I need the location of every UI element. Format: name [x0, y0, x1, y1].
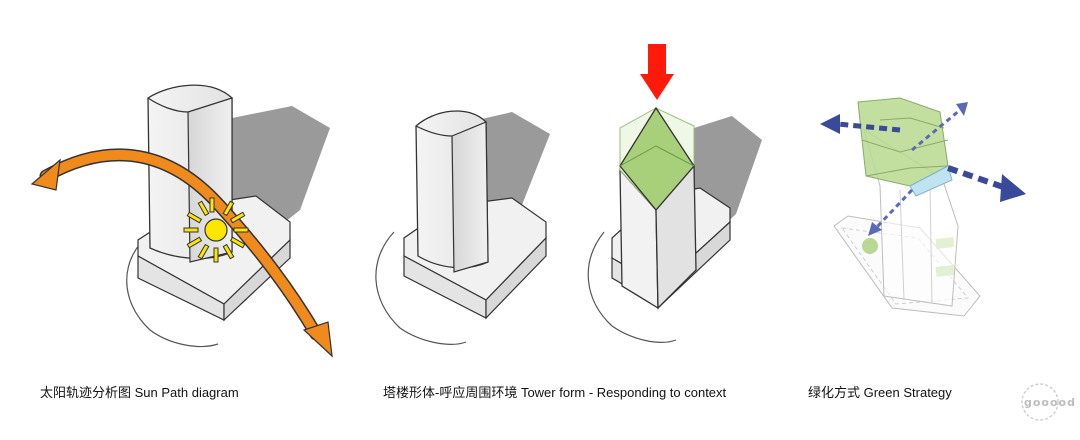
caption-green-strategy: 绿化方式 Green Strategy	[808, 385, 952, 400]
context-down-arrow	[640, 44, 674, 100]
sun-icon	[183, 197, 249, 263]
green-crown	[619, 106, 695, 212]
tower-form-context	[587, 44, 762, 343]
wind-arrow-up-right	[911, 102, 968, 152]
sun-path-arrowhead-start	[30, 158, 61, 191]
wind-arrow-left	[820, 114, 901, 134]
watermark-text: gooood	[1024, 396, 1076, 409]
wind-arrow-down-left	[868, 188, 914, 236]
green-strategy-panel	[820, 97, 1026, 317]
wind-arrow-right	[947, 165, 1026, 202]
sun-path-panel	[30, 84, 333, 358]
tower-form-plain	[375, 110, 550, 345]
sun-path-arrowhead-end	[302, 321, 333, 358]
caption-sun-path: 太阳轨迹分析图 Sun Path diagram	[40, 385, 239, 400]
caption-tower-form: 塔楼形体-呼应周围环境 Tower form - Responding to c…	[383, 385, 727, 400]
watermark-logo	[1021, 383, 1059, 421]
ground-curve	[126, 233, 219, 347]
